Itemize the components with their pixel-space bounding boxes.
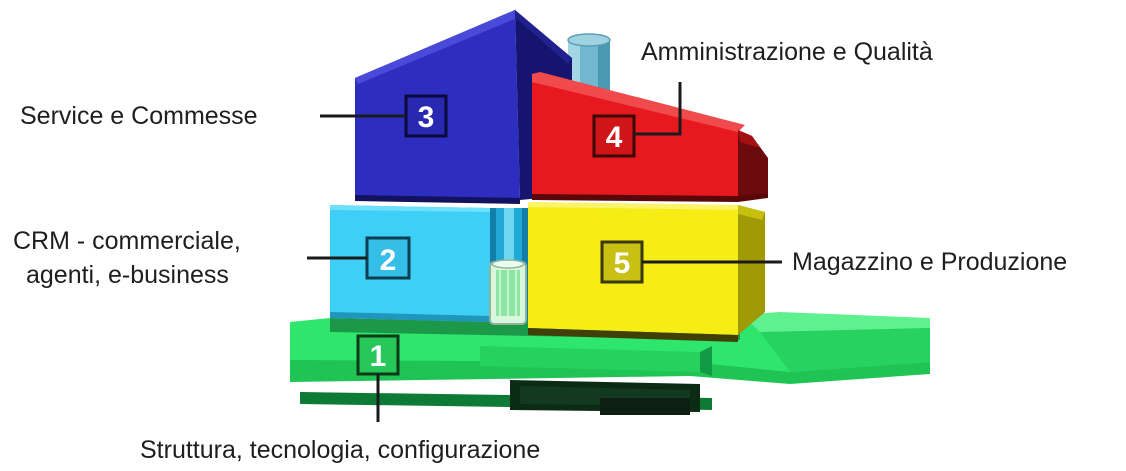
number-label-1: 1 [370, 340, 387, 373]
number-box-5: 5 [600, 240, 644, 284]
number-label-3: 3 [418, 101, 435, 134]
number-label-4: 4 [606, 121, 623, 154]
number-box-3: 3 [404, 94, 448, 138]
module-label-2-line-2: agenti, e-business [26, 261, 229, 289]
module-label-1: Struttura, tecnologia, configurazione [140, 436, 540, 464]
number-box-4: 4 [592, 114, 636, 158]
module-label-4: Amministrazione e Qualità [641, 38, 933, 66]
connector-column [489, 208, 528, 325]
module-label-2-line-1: CRM - commerciale, [13, 227, 241, 255]
leader-line-4 [634, 82, 682, 136]
block-4 [532, 72, 768, 202]
block-5 [528, 202, 765, 342]
module-label-3: Service e Commesse [20, 102, 258, 130]
number-box-1: 1 [356, 334, 400, 376]
number-label-2: 2 [380, 244, 397, 277]
module-label-5: Magazzino e Produzione [792, 248, 1067, 276]
number-box-2: 2 [365, 236, 411, 280]
number-label-5: 5 [614, 247, 631, 280]
